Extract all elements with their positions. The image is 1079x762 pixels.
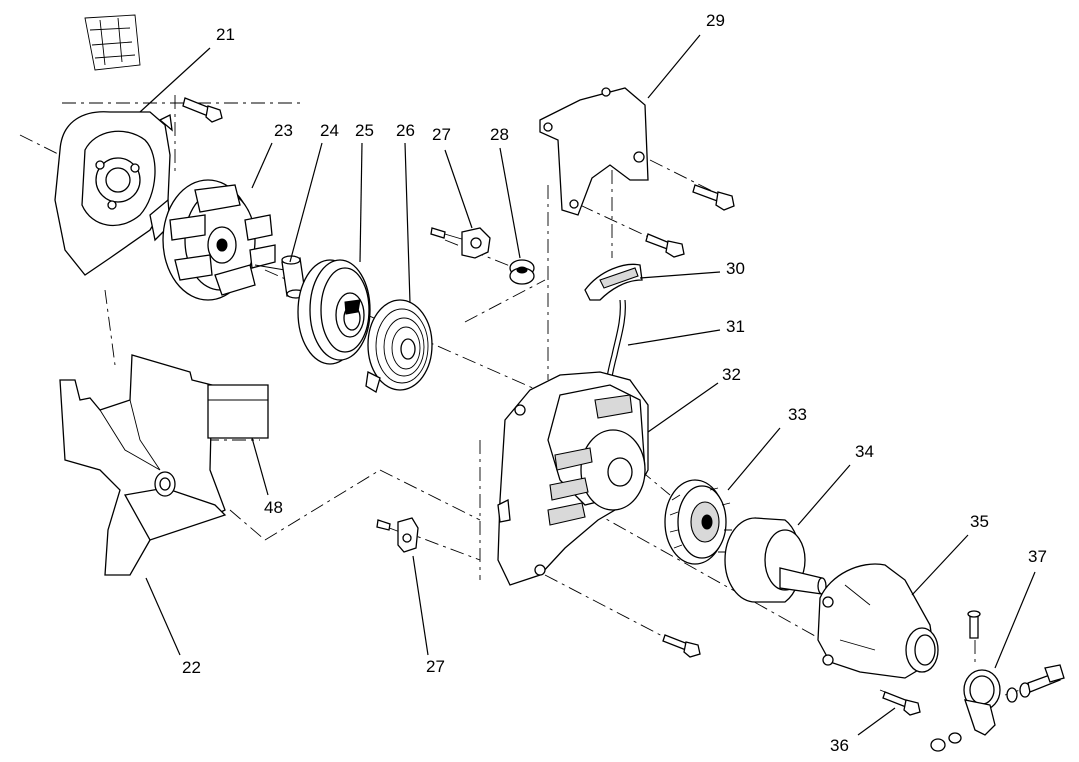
hex-bolt-icon	[662, 634, 701, 658]
callout-35: 35	[970, 512, 989, 531]
callout-33: 33	[788, 405, 807, 424]
callout-27-upper: 27	[432, 125, 451, 144]
recoil-spring	[365, 299, 433, 393]
leader-lines	[139, 34, 1036, 736]
clamp-bracket-lower	[376, 517, 419, 553]
callout-37: 37	[1028, 547, 1047, 566]
mounting-bracket	[539, 87, 649, 216]
callout-28: 28	[490, 125, 509, 144]
callout-26: 26	[396, 121, 415, 140]
lower-shroud	[59, 354, 227, 576]
callout-31: 31	[726, 317, 745, 336]
spacer-sleeve	[254, 255, 306, 299]
callout-34: 34	[855, 442, 874, 461]
flywheel-fan	[162, 179, 276, 301]
callout-29: 29	[706, 11, 725, 30]
callout-32: 32	[722, 365, 741, 384]
hex-bolt-icon	[882, 691, 921, 716]
grommet-nut	[509, 259, 535, 285]
starter-handle	[584, 263, 643, 301]
callout-30: 30	[726, 259, 745, 278]
decal-label	[207, 384, 269, 439]
clutch-drum	[724, 517, 827, 603]
callout-22: 22	[182, 658, 201, 677]
hex-bolt-icon	[182, 97, 223, 123]
inset-detail-sketch	[84, 14, 141, 71]
handle-clamp	[930, 610, 1065, 752]
gear-housing	[817, 563, 939, 679]
callout-25: 25	[355, 121, 374, 140]
clamp-bracket-upper	[430, 227, 491, 259]
callout-21: 21	[216, 25, 235, 44]
callout-24: 24	[320, 121, 339, 140]
starter-pulley	[297, 259, 371, 365]
fan-housing	[54, 111, 173, 276]
hex-bolt-icon	[645, 233, 685, 258]
callout-36: 36	[830, 736, 849, 755]
callout-48: 48	[264, 498, 283, 517]
callout-labels: 21 22 23 24 25 26 27 27 28 29 30 31 32 3…	[182, 11, 1047, 755]
callout-27-lower: 27	[426, 657, 445, 676]
callout-23: 23	[274, 121, 293, 140]
starter-housing	[497, 371, 649, 586]
hex-bolt-icon	[692, 184, 735, 211]
clutch-assembly	[664, 479, 732, 565]
